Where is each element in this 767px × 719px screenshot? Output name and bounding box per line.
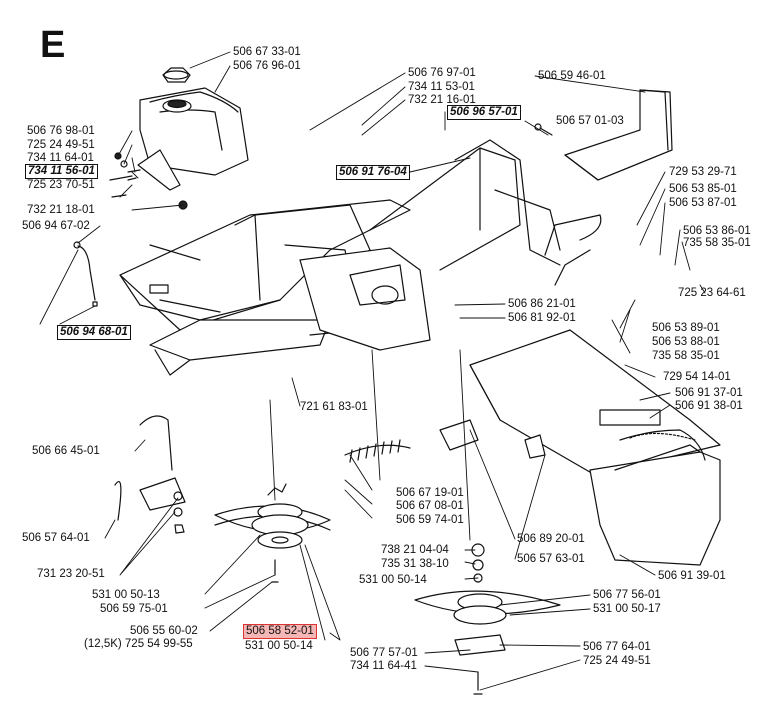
part-label: 506 53 89-01: [652, 322, 720, 334]
part-label: 506 76 98-01: [27, 125, 95, 137]
part-label: 732 21 18-01: [27, 204, 95, 216]
belt-guard: [470, 330, 720, 565]
part-label-boxed: 734 11 56-01: [25, 164, 98, 179]
part-label: 506 76 96-01: [233, 60, 301, 72]
part-label-boxed: 506 94 68-01: [57, 325, 131, 340]
part-label: 506 77 56-01: [593, 589, 661, 601]
part-label: 725 23 70-51: [27, 179, 95, 191]
part-label: 734 11 53-01: [408, 81, 475, 93]
part-label: 725 24 49-51: [27, 139, 95, 151]
part-label: 506 53 87-01: [669, 197, 737, 209]
part-label: 735 58 35-01: [683, 237, 751, 249]
part-label: 725 24 49-51: [583, 655, 651, 667]
part-label: 506 91 38-01: [675, 400, 743, 412]
part-label: 531 00 50-14: [245, 640, 313, 652]
part-label: 506 59 46-01: [538, 70, 606, 82]
part-label: 506 76 97-01: [408, 67, 476, 79]
part-label-highlighted: 506 58 52-01: [243, 624, 317, 639]
part-label: 506 81 92-01: [508, 312, 576, 324]
part-label: 734 11 64-01: [27, 152, 94, 164]
part-label: 506 67 33-01: [233, 46, 301, 58]
part-label: 731 23 20-51: [37, 568, 105, 580]
seat-bracket: [535, 90, 672, 180]
fuel-cap: [163, 68, 190, 82]
part-label: 506 53 85-01: [669, 183, 737, 195]
part-label: 506 53 88-01: [652, 336, 720, 348]
part-label: 531 00 50-14: [359, 574, 427, 586]
part-label: 531 00 50-17: [593, 603, 661, 615]
part-label: 506 91 37-01: [675, 387, 743, 399]
part-label: 506 77 57-01: [350, 647, 418, 659]
part-label: 506 57 01-03: [556, 115, 624, 127]
fuel-tank: [140, 88, 248, 175]
part-label: 735 58 35-01: [652, 350, 720, 362]
part-label: 506 55 60-02: [130, 625, 198, 637]
part-label-boxed: 506 91 76-04: [336, 165, 410, 180]
left-pulley-assembly: [215, 484, 330, 582]
idler-arm: [440, 420, 545, 458]
part-label: 725 23 64-61: [678, 287, 746, 299]
part-label: 729 54 14-01: [663, 371, 731, 383]
part-label: 506 91 39-01: [658, 570, 726, 582]
part-label: 506 86 21-01: [508, 298, 576, 310]
part-label: 738 21 04-04: [381, 544, 449, 556]
part-label: 506 53 86-01: [683, 225, 751, 237]
part-label: 506 66 45-01: [32, 445, 100, 457]
part-label: 734 11 64-41: [350, 660, 417, 672]
leader-lines: [40, 52, 705, 690]
fuel-line: [74, 242, 97, 306]
part-label-boxed: 506 96 57-01: [447, 105, 521, 120]
part-label: 506 89 20-01: [517, 533, 585, 545]
part-label: (12,5K) 725 54 99-55: [84, 638, 193, 650]
part-label: 531 00 50-13: [92, 589, 160, 601]
part-label: 506 59 74-01: [396, 514, 464, 526]
part-label: 735 31 38-10: [381, 558, 449, 570]
part-label: 506 57 64-01: [22, 532, 90, 544]
part-label: 506 67 08-01: [396, 500, 464, 512]
part-label: 729 53 29-71: [669, 166, 737, 178]
part-label: 506 94 67-02: [22, 220, 90, 232]
main-frame: [120, 140, 601, 375]
part-label: 721 61 83-01: [300, 401, 368, 413]
left-idler-bracket: [115, 416, 185, 533]
part-label: 506 57 63-01: [517, 553, 585, 565]
part-label: 506 67 19-01: [396, 487, 464, 499]
part-label: 732 21 16-01: [408, 94, 476, 106]
part-label: 506 59 75-01: [100, 603, 168, 615]
part-label: 506 77 64-01: [583, 641, 651, 653]
section-letter: E: [40, 24, 66, 66]
